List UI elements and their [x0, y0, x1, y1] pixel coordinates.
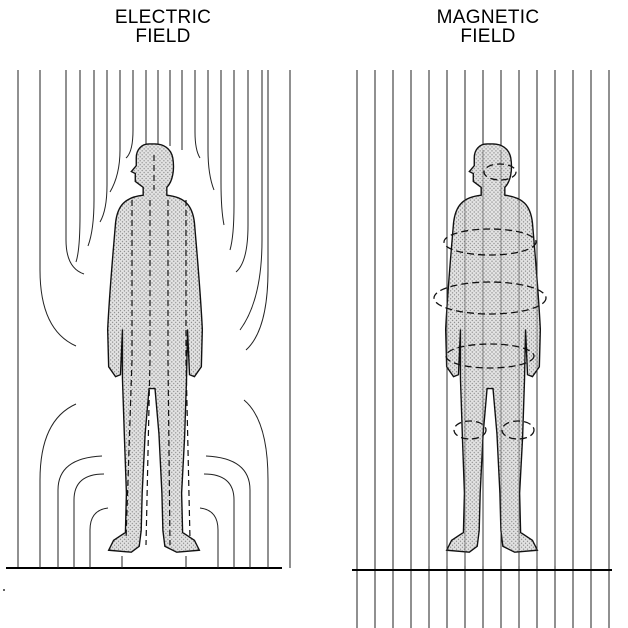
field-line [40, 70, 76, 346]
field-line [58, 456, 102, 568]
electric-human-figure [108, 144, 203, 552]
field-line [246, 70, 268, 350]
field-line [88, 70, 94, 246]
magnetic-human-figure [446, 144, 541, 552]
field-line [110, 70, 120, 192]
speck [3, 589, 5, 591]
field-line [204, 474, 234, 568]
field-line [74, 474, 104, 568]
field-line [90, 508, 108, 568]
field-line [100, 70, 107, 222]
field-line [206, 456, 250, 568]
field-line [195, 70, 200, 158]
field-line [76, 70, 80, 262]
field-line [240, 70, 262, 330]
field-line [208, 70, 214, 190]
field-line [221, 70, 224, 225]
field-line [244, 400, 268, 568]
field-line [66, 70, 84, 274]
field-line [200, 508, 218, 568]
field-line [230, 70, 234, 250]
field-line [236, 70, 248, 272]
field-line [126, 70, 133, 158]
